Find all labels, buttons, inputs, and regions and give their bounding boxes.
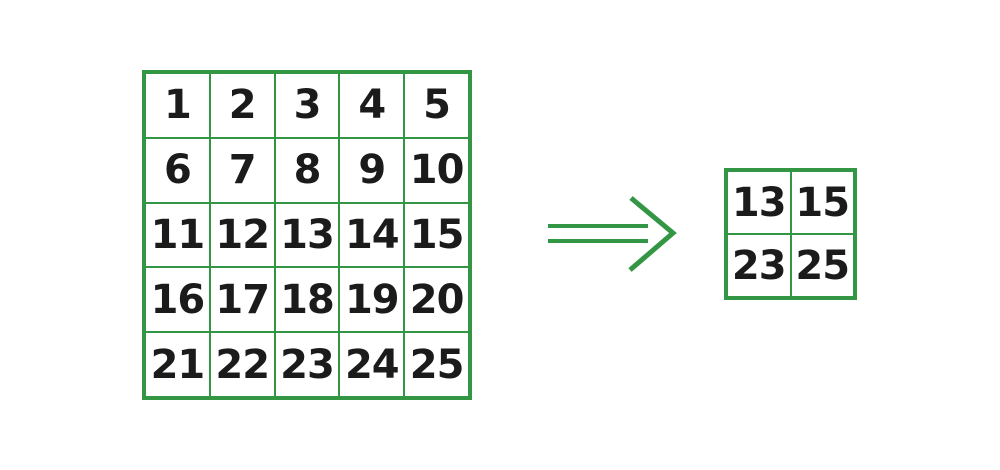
grid-cell: 6 [145,137,210,203]
grid-cell: 9 [339,137,405,203]
grid-cell: 13 [274,202,340,268]
grid-cell: 15 [790,171,854,234]
grid-cell: 25 [790,234,854,297]
grid-cell: 13 [727,171,791,234]
grid-cell: 23 [274,332,340,397]
grid-cell: 10 [404,137,469,203]
grid-cell: 17 [209,267,275,333]
grid-cell: 4 [339,73,405,138]
grid-cell: 5 [404,73,469,138]
grid-cell: 7 [209,137,275,203]
grid-cell: 20 [404,267,469,333]
grid-cell: 23 [727,234,791,297]
grid-cell: 15 [404,202,469,268]
double-right-arrow-icon [548,196,677,272]
grid-cell: 16 [145,267,210,333]
grid-cell: 24 [339,332,405,397]
grid-cell: 18 [274,267,340,333]
grid-cell: 11 [145,202,210,268]
grid-cell: 12 [209,202,275,268]
grid-cell: 22 [209,332,275,397]
grid-cell: 3 [274,73,340,138]
grid-cell: 21 [145,332,210,397]
grid-cell: 2 [209,73,275,138]
grid-cell: 8 [274,137,340,203]
grid-cell: 14 [339,202,405,268]
grid-cell: 25 [404,332,469,397]
grid-cell: 1 [145,73,210,138]
grid-cell: 19 [339,267,405,333]
